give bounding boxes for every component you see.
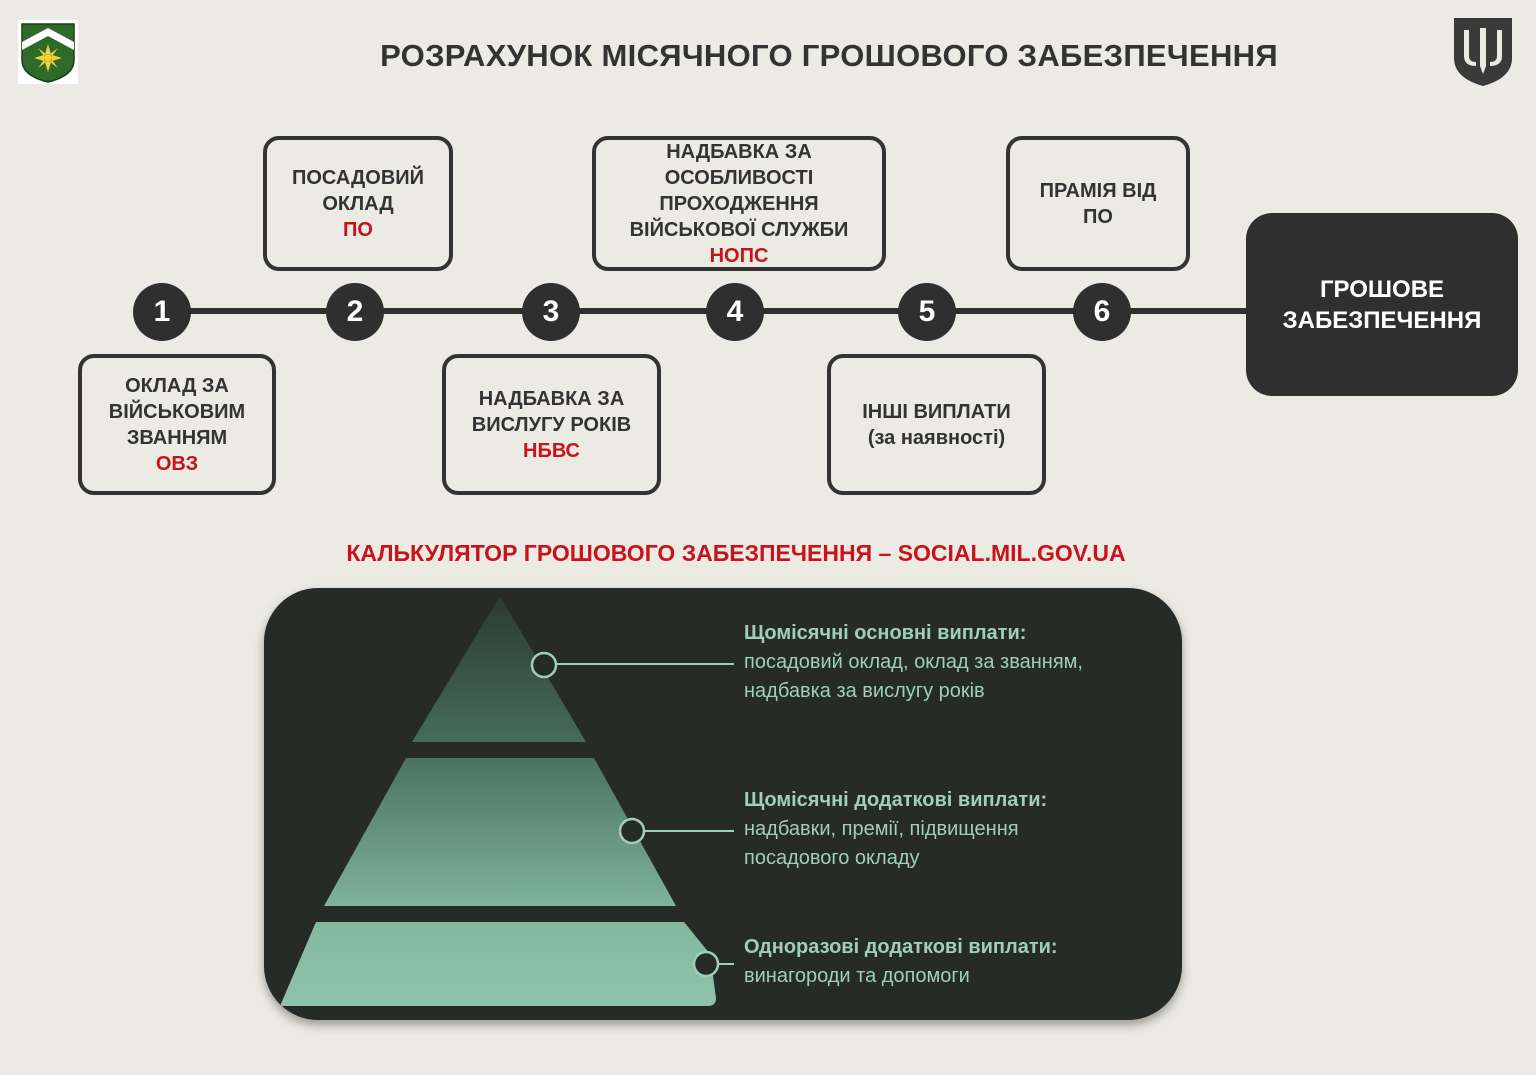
step-box-line: ПОСАДОВИЙ [291,166,425,189]
tier-heading: Щомісячні основні виплати: [744,622,1027,644]
tier-line: посадовий оклад, оклад за званням, [744,651,1083,673]
tier-text-monthly-basic: Щомісячні основні виплати: посадовий окл… [744,619,1182,706]
trident-emblem-icon [1452,16,1514,88]
pyramid-tier-bottom [280,922,716,1006]
step-box-line: ОКЛАД ЗА [125,374,229,397]
result-line: ГРОШОВЕ [1319,275,1445,303]
pyramid-tier-top [412,596,586,742]
tier-line: посадового окладу [744,847,920,869]
pyramid-panel: Щомісячні основні виплати: посадовий окл… [264,588,1182,1020]
step-box-line: ВІЙСЬКОВИМ [108,400,246,423]
step-box-line: ПРОХОДЖЕННЯ [659,192,819,215]
calculator-link[interactable]: КАЛЬКУЛЯТОР ГРОШОВОГО ЗАБЕЗПЕЧЕННЯ – SOC… [346,540,1126,566]
step-box-line: ІНШІ ВИПЛАТИ [862,400,1011,423]
tier-line: винагороди та допомоги [744,965,970,987]
step-box-line: ВИСЛУГУ РОКІВ [471,413,632,436]
result-box: ГРОШОВЕ ЗАБЕЗПЕЧЕННЯ [1246,213,1518,396]
result-line: ЗАБЕЗПЕЧЕННЯ [1282,306,1482,334]
connector-dot-3 [692,950,720,978]
tier-text-one-time: Одноразові додаткові виплати: винагороди… [744,933,1182,991]
tier-heading: Одноразові додаткові виплати: [744,936,1058,958]
step-number-6: 6 [1073,283,1131,341]
step-box-po: ПОСАДОВИЙ ОКЛАД ПО [263,136,453,271]
step-abbreviation: НБВС [523,439,580,462]
tier-line: надбавки, премії, підвищення [744,818,1019,840]
tier-line: надбавка за вислугу років [744,680,985,702]
step-number-3: 3 [522,283,580,341]
connector-dot-2 [618,817,646,845]
step-box-line: ПО [1083,205,1113,228]
connector-dot-1 [530,651,558,679]
pyramid-graphic [280,596,734,1006]
step-number-5: 5 [898,283,956,341]
step-box-line: ОКЛАД [322,192,394,215]
step-box-line: ВІЙСЬКОВОЇ СЛУЖБИ [629,218,849,241]
step-box-line: НАДБАВКА ЗА [478,387,625,410]
step-box-nops: НАДБАВКА ЗА ОСОБЛИВОСТІ ПРОХОДЖЕННЯ ВІЙС… [592,136,886,271]
step-abbreviation: НОПС [709,244,769,267]
step-box-ovz: ОКЛАД ЗА ВІЙСЬКОВИМ ЗВАННЯМ ОВЗ [78,354,276,495]
step-number-4: 4 [706,283,764,341]
unit-emblem-icon [18,20,78,84]
step-box-other-payments: ІНШІ ВИПЛАТИ (за наявності) [827,354,1046,495]
page-title: РОЗРАХУНОК МІСЯЧНОГО ГРОШОВОГО ЗАБЕЗПЕЧЕ… [380,38,1278,73]
step-box-line: ПРАМІЯ ВІД [1039,179,1157,202]
step-box-line: (за наявності) [867,426,1006,449]
step-number-2: 2 [326,283,384,341]
step-box-line: ОСОБЛИВОСТІ [664,166,814,189]
step-abbreviation: ОВЗ [155,452,199,475]
step-box-bonus: ПРАМІЯ ВІД ПО [1006,136,1190,271]
step-box-nbvs: НАДБАВКА ЗА ВИСЛУГУ РОКІВ НБВС [442,354,661,495]
step-abbreviation: ПО [343,218,373,241]
tier-text-monthly-additional: Щомісячні додаткові виплати: надбавки, п… [744,786,1182,873]
step-box-line: ЗВАННЯМ [126,426,228,449]
pyramid-tier-middle [324,758,676,906]
step-box-line: НАДБАВКА ЗА [666,140,812,163]
step-number-1: 1 [133,283,191,341]
tier-heading: Щомісячні додаткові виплати: [744,789,1048,811]
